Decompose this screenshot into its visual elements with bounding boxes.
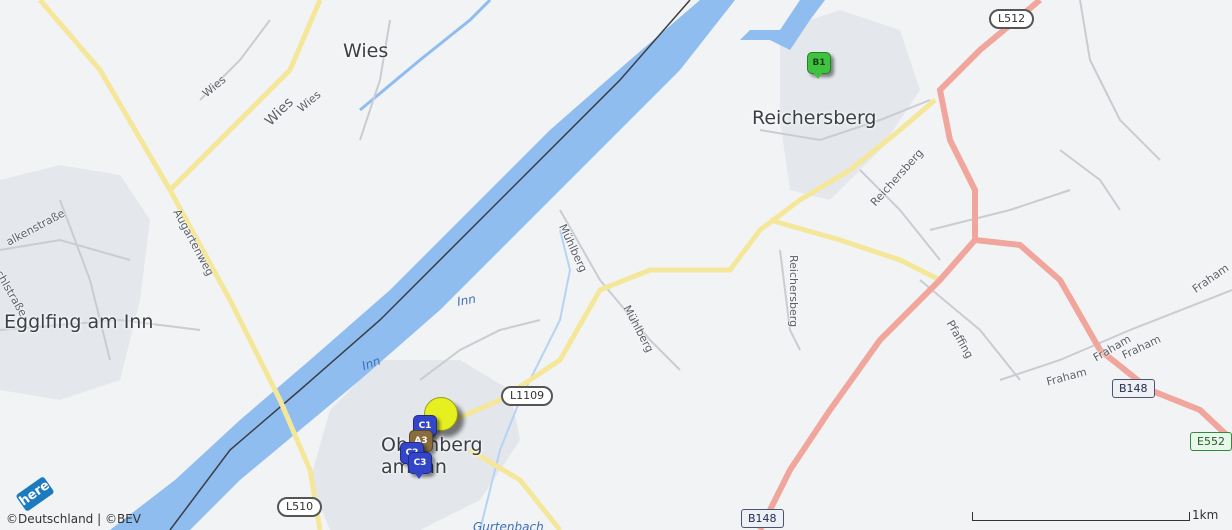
road-shield-b148: B148 [1112,379,1155,398]
highway-b148 [757,0,1232,530]
scale-label: 1km [1192,508,1219,522]
place-label-obernberg: Obernberg am Inn [381,434,483,478]
place-label-egglfing: Egglfing am Inn [4,311,154,333]
river-inn [110,0,735,530]
urban-area-egglfing [0,165,150,400]
street-label: Reichersberg [787,255,800,328]
stream-reservoir [740,0,825,50]
place-label-wies: Wies [343,40,389,62]
water-label-gurtenbach: Gurtenbach [473,520,544,530]
map-marker-b1[interactable]: B1 [807,52,831,79]
place-label-reichersberg: Reichersberg [752,107,877,129]
river-inn-border-line [169,0,691,530]
major-roads [38,0,942,530]
stream-wies [359,0,492,112]
road-shield-l1109: L1109 [501,386,554,406]
copyright-notice: ©Deutschland | ©BEV [6,512,141,526]
stream-gurtenbach [479,229,572,530]
road-shield-l510: L510 [277,497,323,517]
scale-bar [972,512,1190,521]
map-marker-c3[interactable]: C3 [408,452,432,479]
road-shield-b148: B148 [741,509,784,528]
road-shield-e552: E552 [1190,432,1232,451]
road-shield-l512: L512 [989,9,1035,29]
map-marker-yellow[interactable] [424,397,458,431]
